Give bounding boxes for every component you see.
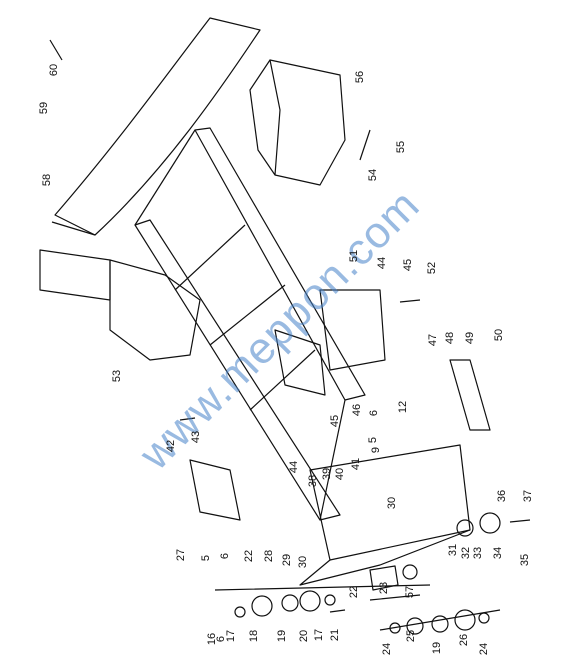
- part-label: 19: [431, 641, 443, 655]
- part-label: 50: [493, 328, 505, 342]
- part-label: 36: [496, 489, 508, 503]
- part-label: 55: [395, 140, 407, 154]
- upper-box: [269, 59, 346, 186]
- part-label: 51: [348, 249, 360, 263]
- part-label: 31: [447, 543, 459, 557]
- part-label: 24: [381, 642, 393, 656]
- part-label: 19: [276, 629, 288, 643]
- part-label: 21: [329, 628, 341, 642]
- front-rail: [54, 17, 261, 236]
- part-label: 59: [38, 101, 50, 115]
- part-label: 22: [243, 549, 255, 563]
- part-label: 23: [378, 581, 390, 595]
- part-label: 35: [519, 553, 531, 567]
- part-label: 25: [405, 629, 417, 643]
- part-label: 57: [404, 585, 416, 599]
- part-label: 5: [367, 436, 379, 444]
- part-label: 60: [48, 63, 60, 77]
- part-label: 34: [492, 546, 504, 560]
- part-label: 28: [263, 549, 275, 563]
- front-rail-edge: [51, 221, 96, 236]
- part-label: 45: [402, 258, 414, 272]
- part-label: 22: [348, 585, 360, 599]
- lower-box: [109, 259, 201, 361]
- part-label: 40: [334, 467, 346, 481]
- part-label: 58: [41, 173, 53, 187]
- link-bar: [449, 359, 491, 431]
- part-label: 54: [367, 168, 379, 182]
- part-label: 46: [351, 403, 363, 417]
- part-label: 30: [386, 496, 398, 510]
- part-label: 20: [298, 629, 310, 643]
- part-label: 33: [472, 546, 484, 560]
- part-label: 9: [370, 446, 382, 454]
- bracket-plate: [274, 329, 326, 396]
- part-label: 56: [354, 70, 366, 84]
- part-label: 24: [478, 642, 490, 656]
- part-label: 48: [444, 331, 456, 345]
- part-label: 42: [165, 439, 177, 453]
- part-label: 6: [219, 552, 231, 560]
- part-label: 39: [321, 467, 333, 481]
- part-label: 47: [427, 333, 439, 347]
- part-label: 6: [215, 635, 227, 643]
- part-label: 38: [307, 474, 319, 488]
- part-label: 52: [426, 261, 438, 275]
- part-label: 43: [190, 430, 202, 444]
- part-label: 27: [175, 548, 187, 562]
- part-label: 44: [288, 460, 300, 474]
- part-label: 45: [329, 414, 341, 428]
- part-label: 17: [313, 628, 325, 642]
- part-label: 5: [200, 554, 212, 562]
- part-label: 26: [458, 633, 470, 647]
- part-label: 29: [281, 553, 293, 567]
- part-label: 18: [248, 629, 260, 643]
- part-label: 6: [368, 409, 380, 417]
- main-frame-left-rail: [134, 219, 341, 521]
- part-label: 37: [522, 489, 534, 503]
- part-label: 53: [111, 369, 123, 383]
- part-label: 44: [376, 256, 388, 270]
- part-label: 12: [397, 400, 409, 414]
- bracket-plate-2: [189, 459, 241, 521]
- bracket-plate-3: [319, 289, 386, 371]
- part-label: 32: [460, 546, 472, 560]
- part-label: 30: [297, 555, 309, 569]
- part-label: 49: [464, 331, 476, 345]
- part-label: 41: [350, 457, 362, 471]
- main-frame-right-rail: [194, 127, 366, 401]
